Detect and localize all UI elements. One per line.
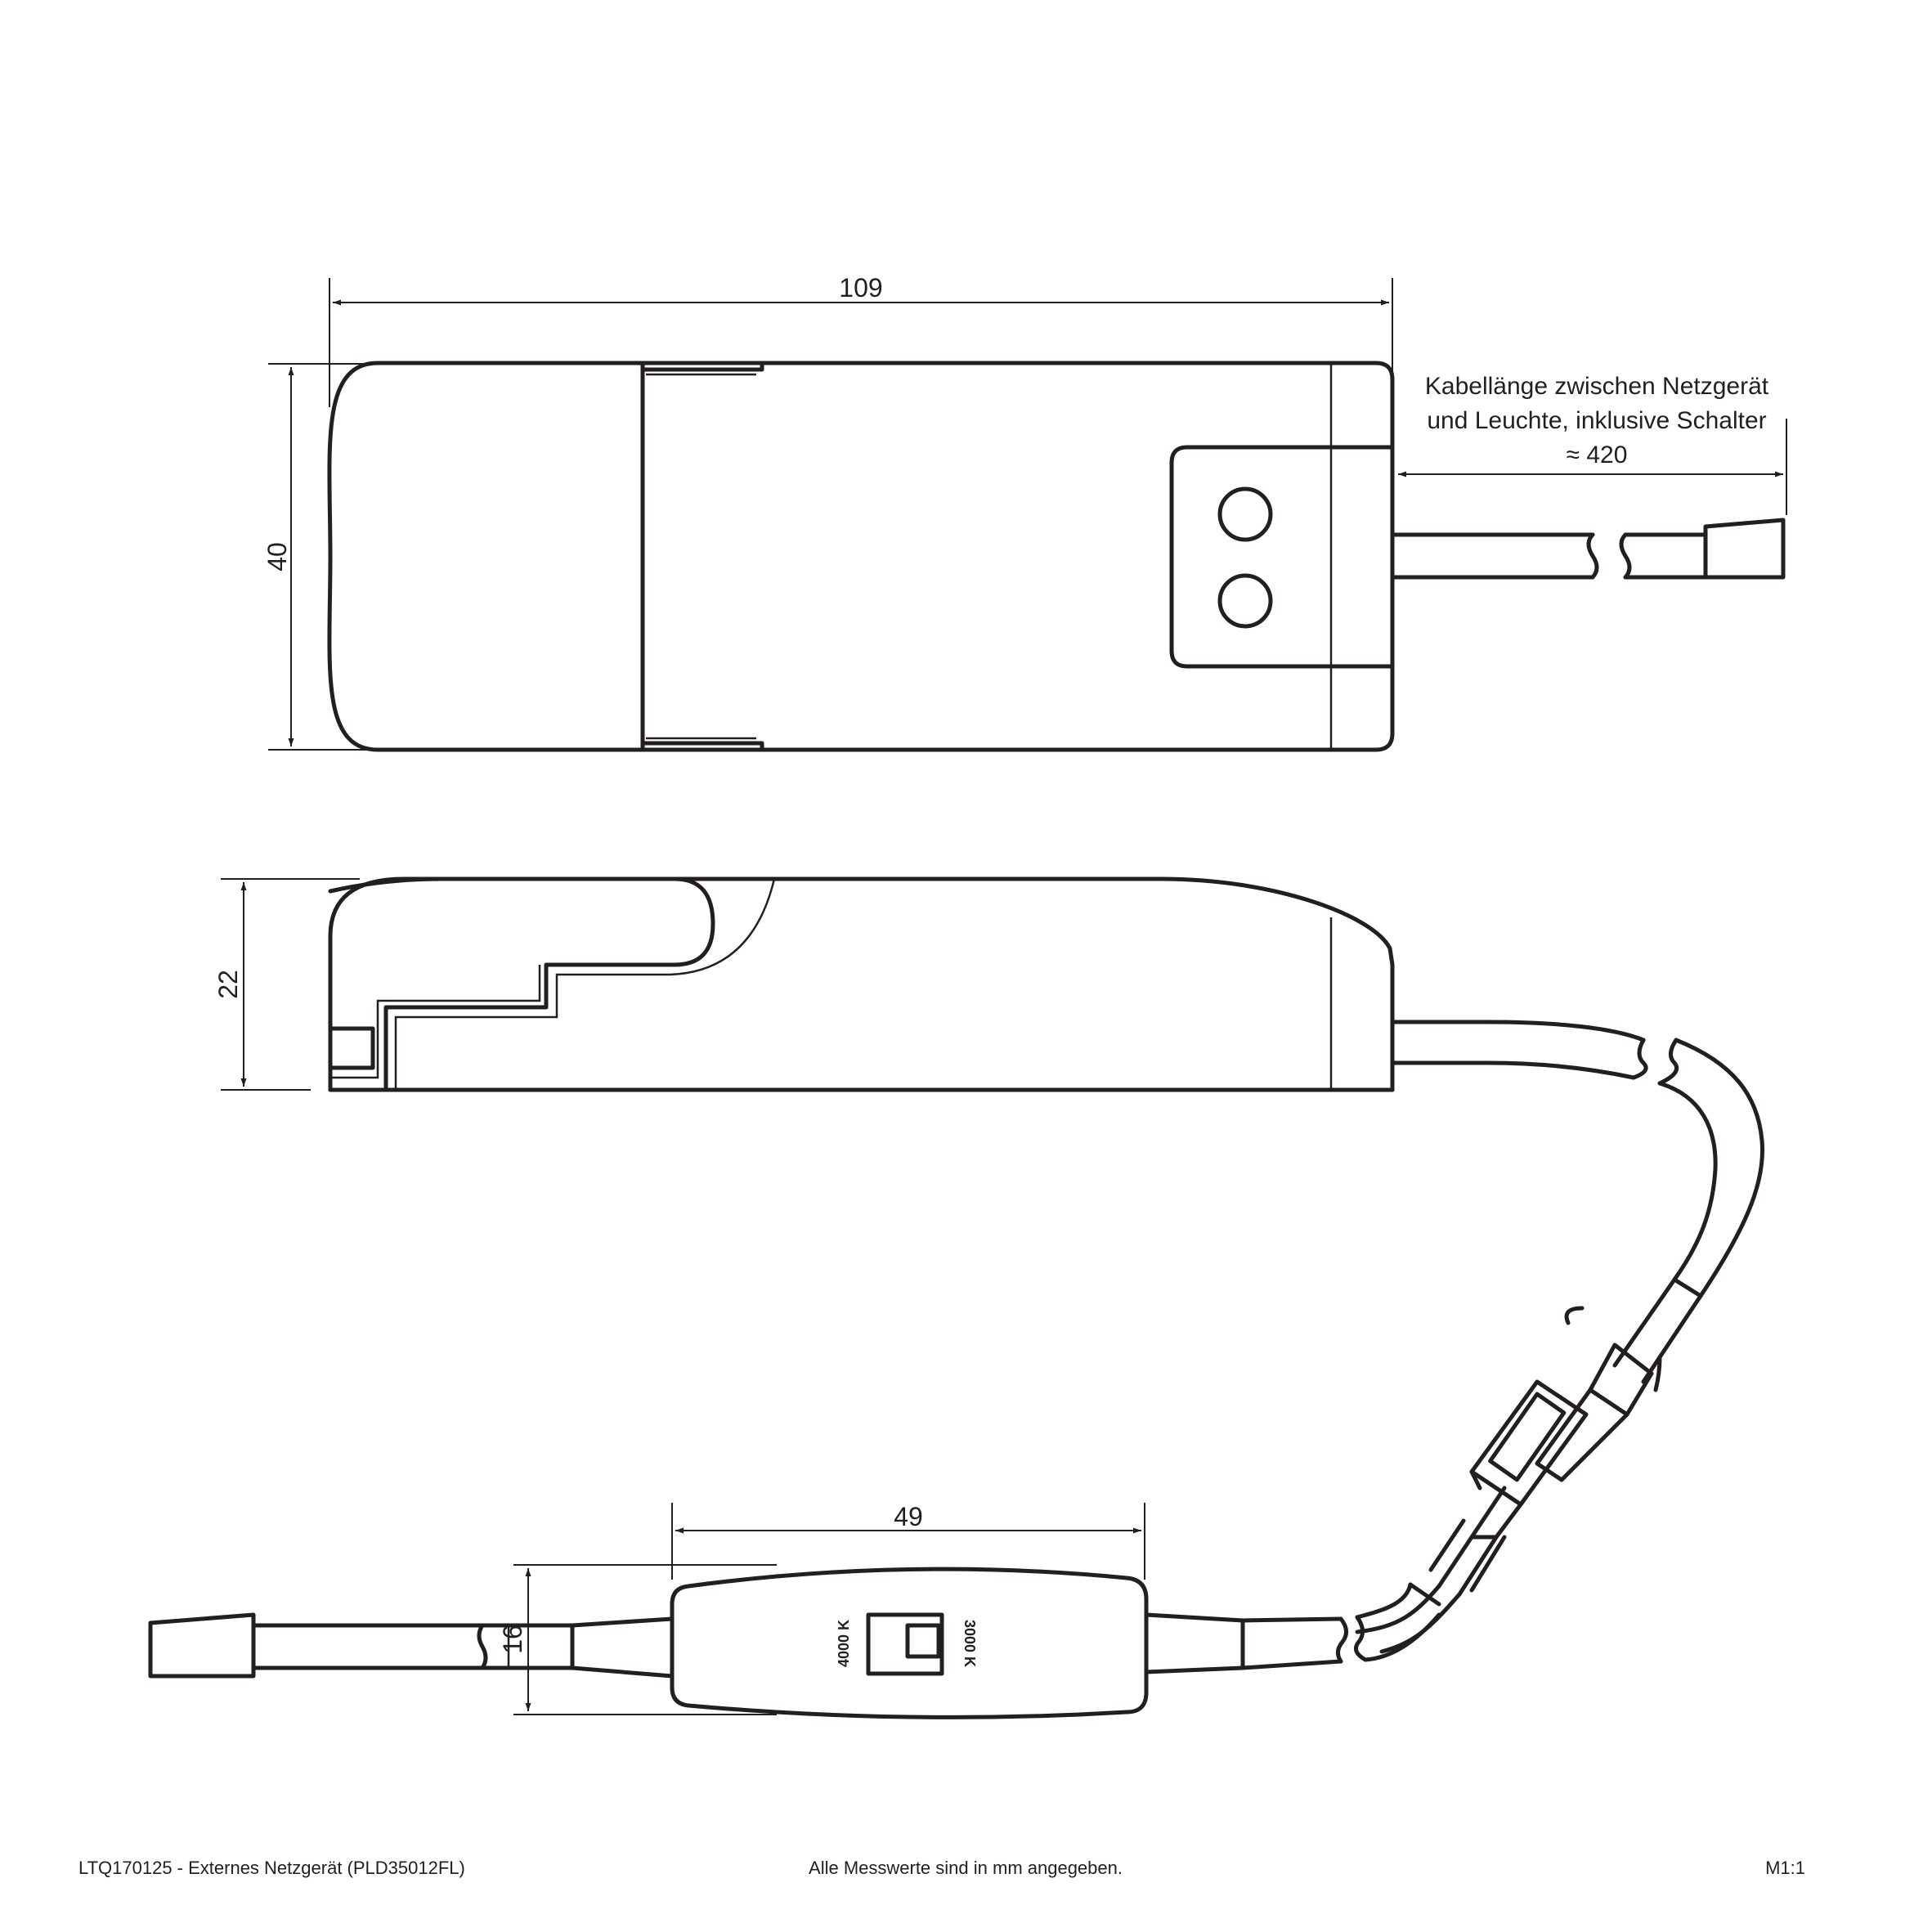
inline-switch-view: 49 16 3000 K 4000 K — [148, 1502, 1441, 1719]
clip-latch — [328, 1026, 375, 1070]
cable-note-line1: Kabellänge zwischen Netzgerät — [1425, 373, 1769, 400]
dimension-width-label: 40 — [262, 542, 292, 572]
switch-cable-left-sleeve — [570, 1616, 675, 1679]
footer-product-title: LTQ170125 - Externes Netzgerät (PLD35012… — [78, 1858, 465, 1878]
screw-icon — [1217, 573, 1273, 629]
cable-connector-plug — [1703, 518, 1786, 580]
dimension-height-label: 22 — [213, 970, 243, 999]
cct-toggle-switch[interactable] — [866, 1612, 944, 1676]
terminal-plate — [1169, 445, 1395, 669]
cable-to-switch-upper — [1355, 1584, 1441, 1634]
inline-switch-body — [670, 1567, 1149, 1719]
output-cable — [1390, 532, 1595, 580]
side-cable-bend — [1674, 1038, 1765, 1298]
switch-label-3000k: 3000 K — [962, 1620, 978, 1667]
footer-units-note: Alle Messwerte sind in mm angegeben. — [809, 1858, 1123, 1878]
cable-note-line2: und Leuchte, inklusive Schalter — [1427, 407, 1766, 434]
cable-connector-plug — [148, 1612, 256, 1679]
side-cable-upper — [1390, 1020, 1646, 1042]
inline-connector — [1355, 1277, 1703, 1654]
cable-length-label: ≈ 420 — [1567, 442, 1628, 468]
switch-cable-left — [251, 1623, 485, 1670]
connector-housing — [1469, 1379, 1589, 1507]
switch-label-4000k: 4000 K — [836, 1620, 852, 1667]
side-view: 22 — [213, 876, 1765, 1298]
cct-toggle-knob[interactable] — [905, 1623, 941, 1659]
screw-icon — [1217, 486, 1273, 542]
power-supply-side-outline — [328, 876, 1395, 1092]
dimension-switch-length-label: 49 — [894, 1502, 923, 1531]
footer: LTQ170125 - Externes Netzgerät (PLD35012… — [78, 1858, 1805, 1878]
footer-scale: M1:1 — [1765, 1858, 1805, 1878]
top-view: 109 40 Kabellänge zwischen Netzgerät und… — [262, 273, 1787, 752]
power-supply-top-outline — [327, 361, 1395, 752]
dimension-length-label: 109 — [839, 273, 882, 303]
dimension-switch-height-label: 16 — [498, 1625, 527, 1654]
